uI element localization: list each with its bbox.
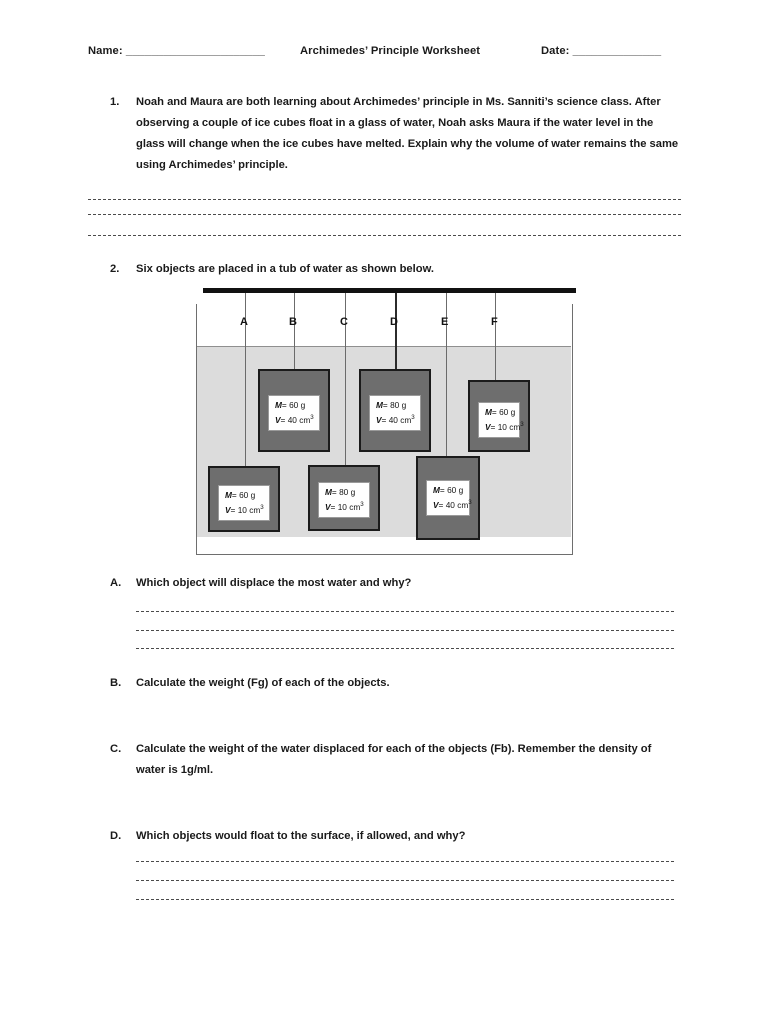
object-c-volume: = 10 cm: [330, 501, 361, 512]
object-a-exponent: 3: [260, 503, 264, 511]
subquestion-c-letter: C.: [110, 743, 122, 755]
object-c-properties: M= 80 g V= 10 cm3: [318, 482, 370, 518]
object-b-properties: M= 60 g V= 40 cm3: [268, 395, 320, 431]
answer-line-a-1[interactable]: [136, 611, 674, 612]
string-e: [446, 293, 448, 457]
object-block-b: M= 60 g V= 40 cm3: [258, 369, 330, 452]
subquestion-c-text: Calculate the weight of the water displa…: [136, 743, 652, 776]
object-a-mass: = 60 g: [231, 490, 256, 500]
subquestion-d-letter: D.: [110, 830, 122, 842]
support-bar: [203, 288, 576, 293]
object-label-f: F: [491, 316, 498, 328]
object-e-exponent: 3: [468, 498, 472, 506]
question-2-text: Six objects are placed in a tub of water…: [136, 263, 434, 275]
object-a-volume: = 10 cm: [230, 504, 261, 515]
object-block-f: M= 60 g V= 10 cm3: [468, 380, 530, 452]
object-block-c: M= 80 g V= 10 cm3: [308, 465, 380, 531]
question-1-number: 1.: [110, 96, 120, 108]
object-block-e: M= 60 g V= 40 cm3: [416, 456, 480, 540]
object-label-d: D: [390, 316, 398, 328]
object-b-volume-symbol: V: [275, 414, 281, 425]
string-a: [245, 293, 247, 466]
object-f-mass: = 60 g: [491, 407, 516, 417]
object-f-exponent: 3: [520, 420, 524, 428]
answer-line-a-3[interactable]: [136, 648, 674, 649]
answer-line-q1-3[interactable]: [88, 235, 681, 236]
object-block-a: M= 60 g V= 10 cm3: [208, 466, 280, 532]
object-a-mass-symbol: M: [225, 490, 232, 500]
worksheet-title: Archimedes’ Principle Worksheet: [300, 45, 481, 57]
date-field-label[interactable]: Date: ______________: [541, 45, 662, 57]
string-f: [495, 293, 497, 386]
object-e-mass-symbol: M: [433, 485, 440, 495]
object-b-volume: = 40 cm: [280, 414, 311, 425]
object-e-properties: M= 60 g V= 40 cm3: [426, 480, 472, 516]
subquestion-b-text: Calculate the weight (Fg) of each of the…: [136, 677, 390, 689]
subquestion-b: B. Calculate the weight (Fg) of each of …: [110, 673, 675, 694]
question-2-number: 2.: [110, 263, 120, 275]
object-f-volume: = 10 cm: [490, 421, 521, 432]
object-d-volume-symbol: V: [376, 414, 382, 425]
object-block-d: M= 80 g V= 40 cm3: [359, 369, 431, 452]
object-d-properties: M= 80 g V= 40 cm3: [369, 395, 421, 431]
string-d: [395, 293, 398, 372]
object-f-properties: M= 60 g V= 10 cm3: [478, 402, 524, 438]
object-label-b: B: [289, 316, 297, 328]
string-b: [294, 293, 296, 371]
object-label-e: E: [441, 316, 449, 328]
object-c-volume-symbol: V: [325, 501, 331, 512]
worksheet-header: Name: ______________________ Archimedes’…: [88, 45, 682, 65]
question-2: 2. Six objects are placed in a tub of wa…: [110, 259, 680, 280]
object-e-volume-symbol: V: [433, 499, 439, 510]
object-f-mass-symbol: M: [485, 407, 492, 417]
answer-line-d-1[interactable]: [136, 861, 674, 862]
name-field-label[interactable]: Name: ______________________: [88, 45, 265, 57]
subquestion-d-text: Which objects would float to the surface…: [136, 830, 466, 842]
subquestion-a: A. Which object will displace the most w…: [110, 573, 675, 594]
subquestion-a-letter: A.: [110, 577, 122, 589]
object-d-mass-symbol: M: [376, 400, 383, 410]
object-c-mass: = 80 g: [331, 487, 356, 497]
object-b-exponent: 3: [310, 413, 314, 421]
answer-line-q1-1[interactable]: [88, 199, 681, 200]
subquestion-b-letter: B.: [110, 677, 122, 689]
object-c-mass-symbol: M: [325, 487, 332, 497]
subquestion-d: D. Which objects would float to the surf…: [110, 826, 675, 847]
answer-line-d-3[interactable]: [136, 899, 674, 900]
question-1-text: Noah and Maura are both learning about A…: [136, 96, 679, 171]
object-d-volume: = 40 cm: [381, 414, 412, 425]
answer-line-q1-2[interactable]: [88, 214, 681, 215]
answer-line-d-2[interactable]: [136, 880, 674, 881]
object-label-c: C: [340, 316, 348, 328]
object-d-mass: = 80 g: [382, 400, 407, 410]
object-d-exponent: 3: [411, 413, 415, 421]
object-label-a: A: [240, 316, 248, 328]
object-e-volume: = 40 cm: [438, 499, 469, 510]
object-f-volume-symbol: V: [485, 421, 491, 432]
object-c-exponent: 3: [360, 500, 364, 508]
string-c: [345, 293, 347, 467]
object-b-mass: = 60 g: [281, 400, 306, 410]
object-a-volume-symbol: V: [225, 504, 231, 515]
object-b-mass-symbol: M: [275, 400, 282, 410]
question-1: 1. Noah and Maura are both learning abou…: [110, 92, 680, 176]
subquestion-a-text: Which object will displace the most wate…: [136, 577, 412, 589]
subquestion-c: C. Calculate the weight of the water dis…: [110, 739, 675, 781]
tub-of-water-diagram: A B C D E F M= 60 g V= 10 cm3 M= 60 g V=…: [196, 288, 576, 556]
tub-container: [196, 304, 573, 555]
object-a-properties: M= 60 g V= 10 cm3: [218, 485, 270, 521]
answer-line-a-2[interactable]: [136, 630, 674, 631]
object-e-mass: = 60 g: [439, 485, 464, 495]
